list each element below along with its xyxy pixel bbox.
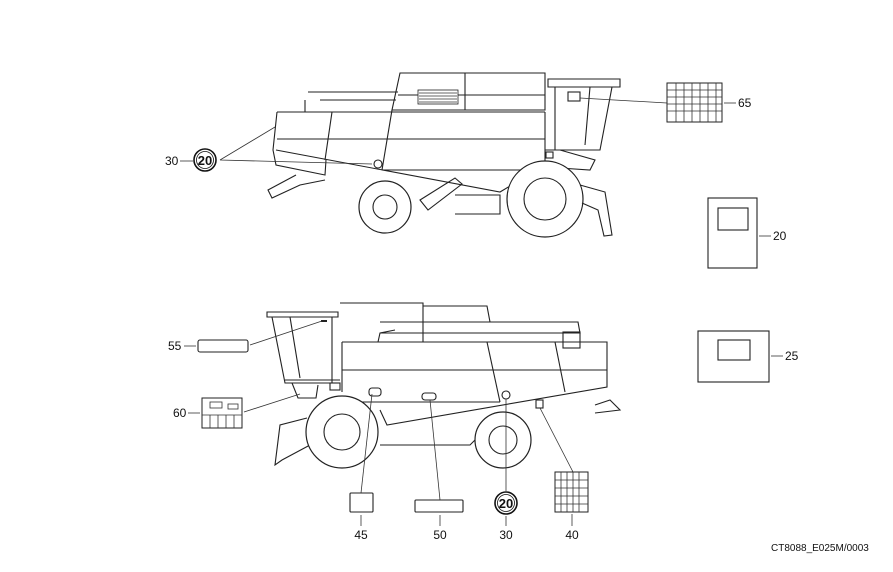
callout-55: 55 <box>168 339 182 353</box>
callout-50: 50 <box>433 528 447 542</box>
operator-manual-portrait <box>707 197 758 269</box>
grille <box>417 89 459 105</box>
callout-25: 25 <box>785 349 799 363</box>
callout-65: 65 <box>738 96 752 110</box>
callout-30-bottom: 30 <box>499 528 513 542</box>
callout-40: 40 <box>565 528 579 542</box>
callout-20: 20 <box>773 229 787 243</box>
svg-text:20: 20 <box>198 153 212 168</box>
speed-sign-top: 20 <box>193 148 217 172</box>
svg-text:20: 20 <box>499 496 513 511</box>
figure-id: CT8088_E025M/0003 <box>771 543 869 554</box>
combine-right-side-view <box>266 302 622 469</box>
operator-manual-landscape <box>697 330 770 383</box>
callout-60: 60 <box>173 406 187 420</box>
decal-50 <box>414 499 464 513</box>
decal-table-40 <box>554 471 589 513</box>
decal-table-65 <box>666 82 723 123</box>
callout-45: 45 <box>354 528 368 542</box>
decal-strip-55 <box>197 339 249 353</box>
combine-left-side-view <box>267 72 621 238</box>
speed-sign-bottom: 20 <box>494 491 518 515</box>
decal-panel-60 <box>201 397 243 429</box>
callout-30-top: 30 <box>165 154 179 168</box>
decal-45 <box>349 492 374 513</box>
